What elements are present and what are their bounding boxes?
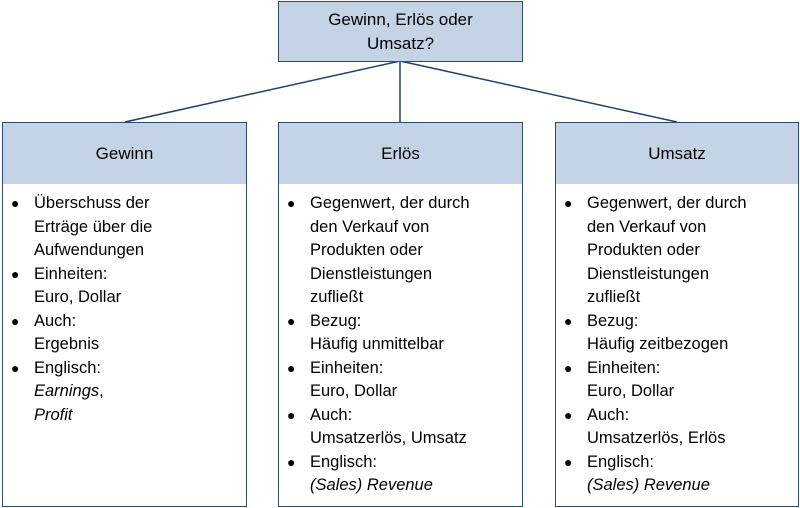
root-label-line2: Umsatz? (366, 33, 435, 53)
root-node: Gewinn, Erlös oder Umsatz? (278, 1, 523, 62)
gewinn-header: Gewinn (2, 122, 247, 185)
item-text: den Verkauf von (587, 217, 707, 236)
item-text: Earnings, (34, 380, 242, 404)
bullet-icon: ● (11, 359, 20, 376)
list-item: ● Überschuss der Erträge über die Aufwen… (11, 192, 242, 263)
list-item: ● Auch: Umsatzerlös, Erlös (564, 404, 794, 451)
gewinn-body: ● Überschuss der Erträge über die Aufwen… (2, 184, 247, 507)
item-text: Bezug: (587, 311, 639, 330)
item-text: Umsatzerlös, Umsatz (310, 429, 467, 447)
item-text: Englisch: (587, 452, 654, 471)
list-item: ● Einheiten: Euro, Dollar (564, 357, 794, 404)
connector-gewinn (124, 60, 401, 123)
bullet-icon: ● (287, 312, 296, 329)
item-text: Bezug: (310, 311, 362, 330)
bullet-icon: ● (11, 265, 20, 282)
list-item: ● Gegenwert, der durch den Verkauf von P… (564, 192, 794, 310)
list-item: ● Gegenwert, der durch den Verkauf von P… (287, 192, 518, 310)
bullet-icon: ● (564, 453, 573, 470)
english-term: Profit (34, 405, 73, 424)
bullet-icon: ● (287, 453, 296, 470)
erloes-body: ● Gegenwert, der durch den Verkauf von P… (278, 184, 523, 507)
item-text: Auch: (587, 405, 630, 424)
list-item: ● Englisch: (Sales) Revenue (564, 451, 794, 498)
english-term: (Sales) Revenue (310, 476, 433, 494)
item-text: Ergebnis (34, 335, 100, 353)
list-item: ● Einheiten: Euro, Dollar (287, 357, 518, 404)
umsatz-body: ● Gegenwert, der durch den Verkauf von P… (555, 184, 799, 507)
item-text: Euro, Dollar (310, 382, 398, 400)
list-item: ● Einheiten: Euro, Dollar (11, 263, 242, 310)
item-text: Produkten oder (310, 241, 423, 259)
item-text: Euro, Dollar (34, 288, 122, 306)
item-text: Einheiten: (587, 358, 661, 377)
umsatz-header: Umsatz (555, 122, 799, 185)
bullet-icon: ● (564, 406, 573, 423)
item-text: zufließt (310, 288, 364, 306)
gewinn-title: Gewinn (95, 143, 154, 163)
gewinn-list: ● Überschuss der Erträge über die Aufwen… (11, 192, 242, 427)
connector-umsatz (399, 60, 678, 123)
erloes-header: Erlös (278, 122, 523, 185)
bullet-icon: ● (11, 312, 20, 329)
item-text: Einheiten: (310, 358, 384, 377)
item-text: Umsatzerlös, Erlös (587, 429, 726, 447)
umsatz-title: Umsatz (648, 143, 706, 163)
item-text: Gegenwert, der durch (587, 194, 747, 212)
list-item: ● Bezug: Häufig zeitbezogen (564, 310, 794, 357)
item-text: Dienstleistungen (587, 264, 709, 283)
item-text: den Verkauf von (310, 217, 430, 236)
bullet-icon: ● (564, 195, 573, 211)
item-text: Dienstleistungen (310, 264, 432, 283)
item-text: Erträge über die (34, 217, 153, 236)
list-item: ● Auch: Umsatzerlös, Umsatz (287, 404, 518, 451)
list-item: ● Englisch: Earnings, Profit (11, 357, 242, 428)
bullet-icon: ● (564, 359, 573, 376)
item-text: Häufig zeitbezogen (587, 335, 729, 353)
root-label-line1: Gewinn, Erlös oder (328, 9, 473, 29)
english-term: (Sales) Revenue (587, 476, 710, 494)
item-text: Auch: (34, 311, 77, 330)
item-text: Gegenwert, der durch (310, 194, 470, 212)
comma: , (99, 382, 104, 400)
bullet-icon: ● (287, 359, 296, 376)
item-text: Aufwendungen (34, 241, 145, 259)
item-text: Englisch: (34, 358, 101, 377)
bullet-icon: ● (564, 312, 573, 329)
bullet-icon: ● (287, 195, 296, 211)
item-text: Englisch: (310, 452, 377, 471)
item-text: Euro, Dollar (587, 382, 675, 400)
english-term: Earnings (34, 382, 100, 400)
bullet-icon: ● (287, 406, 296, 423)
list-item: ● Englisch: (Sales) Revenue (287, 451, 518, 498)
erloes-title: Erlös (381, 143, 420, 163)
item-text: Überschuss der (34, 194, 150, 212)
bullet-icon: ● (11, 195, 20, 211)
umsatz-list: ● Gegenwert, der durch den Verkauf von P… (564, 192, 794, 498)
item-text: Auch: (310, 405, 353, 424)
item-text: Häufig unmittelbar (310, 335, 444, 353)
item-text: zufließt (587, 288, 641, 306)
item-text: Produkten oder (587, 241, 700, 259)
list-item: ● Auch: Ergebnis (11, 310, 242, 357)
list-item: ● Bezug: Häufig unmittelbar (287, 310, 518, 357)
item-text: Einheiten: (34, 264, 108, 283)
erloes-list: ● Gegenwert, der durch den Verkauf von P… (287, 192, 518, 498)
